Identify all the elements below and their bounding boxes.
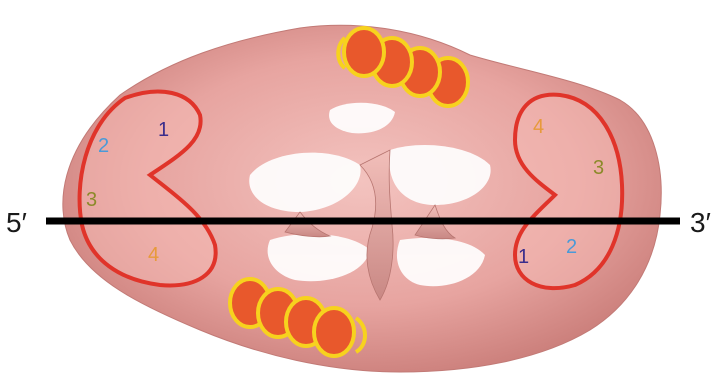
strand-5prime-label: 5′	[6, 207, 27, 238]
left-domain-number-2: 2	[98, 135, 109, 157]
right-domain-number-4: 4	[533, 116, 544, 138]
right-domain-number-2: 2	[566, 236, 577, 258]
helix-cylinder	[314, 308, 354, 356]
right-domain-number-3: 3	[593, 157, 604, 179]
left-domain-number-1: 1	[158, 119, 169, 141]
strand-3prime-label: 3′	[690, 207, 711, 238]
left-domain-number-3: 3	[86, 189, 97, 211]
right-domain-number-1: 1	[518, 246, 529, 268]
helix-cylinder	[344, 28, 384, 76]
left-domain-number-4: 4	[148, 244, 159, 266]
